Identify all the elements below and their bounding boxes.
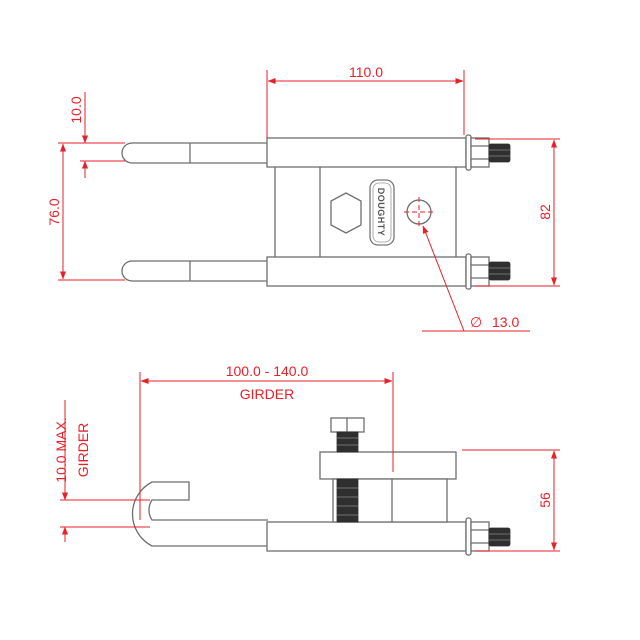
lower-hook-rod: [121, 260, 268, 282]
dimension-rod-spacing-76: 76.0: [46, 143, 125, 281]
doughty-logo: DOUGHTY: [369, 179, 395, 246]
lower-bar: [266, 256, 467, 287]
side-top-plate: [319, 451, 457, 480]
svg-text:∅: ∅: [470, 314, 482, 330]
side-view: 100.0 - 140.0 GIRDER 10.0 MAX. GIRDER 56: [53, 363, 560, 556]
svg-text:10.0 MAX.: 10.0 MAX.: [53, 417, 69, 482]
dimension-flange-max-10: 10.0 MAX. GIRDER: [53, 400, 150, 542]
svg-text:10.0: 10.0: [68, 96, 84, 123]
hole-13mm: [404, 197, 434, 227]
svg-text:110.0: 110.0: [349, 64, 383, 80]
upper-hook-rod: [121, 142, 268, 164]
svg-text:13.0: 13.0: [492, 314, 519, 330]
svg-text:GIRDER: GIRDER: [75, 423, 91, 477]
upper-nut-and-thread: [465, 134, 511, 171]
svg-text:DOUGHTY: DOUGHTY: [376, 188, 386, 237]
svg-text:GIRDER: GIRDER: [240, 386, 294, 402]
side-lower-bar: [266, 521, 467, 552]
dimension-rod-diameter-10: 10.0: [58, 92, 125, 178]
svg-text:100.0 - 140.0: 100.0 - 140.0: [226, 363, 309, 379]
svg-text:76.0: 76.0: [46, 198, 62, 225]
dimension-girder-range: 100.0 - 140.0 GIRDER: [139, 363, 394, 520]
svg-text:56: 56: [537, 492, 553, 508]
dimension-height-56: 56: [462, 449, 560, 552]
svg-text:82: 82: [537, 204, 553, 220]
clamping-bolt: [330, 417, 365, 523]
dimension-height-82: 82: [475, 138, 560, 287]
upper-bar: [266, 137, 467, 168]
dimension-width-110: 110.0: [266, 64, 465, 138]
top-view: DOUGHTY: [46, 64, 560, 332]
dimension-hole-diameter-13: ∅ 13.0: [422, 225, 530, 332]
hex-bolt-head-icon: [330, 192, 362, 234]
lower-nut-and-thread: [465, 253, 511, 290]
j-hook-rod: [131, 481, 268, 547]
side-nut-and-thread: [465, 517, 511, 556]
